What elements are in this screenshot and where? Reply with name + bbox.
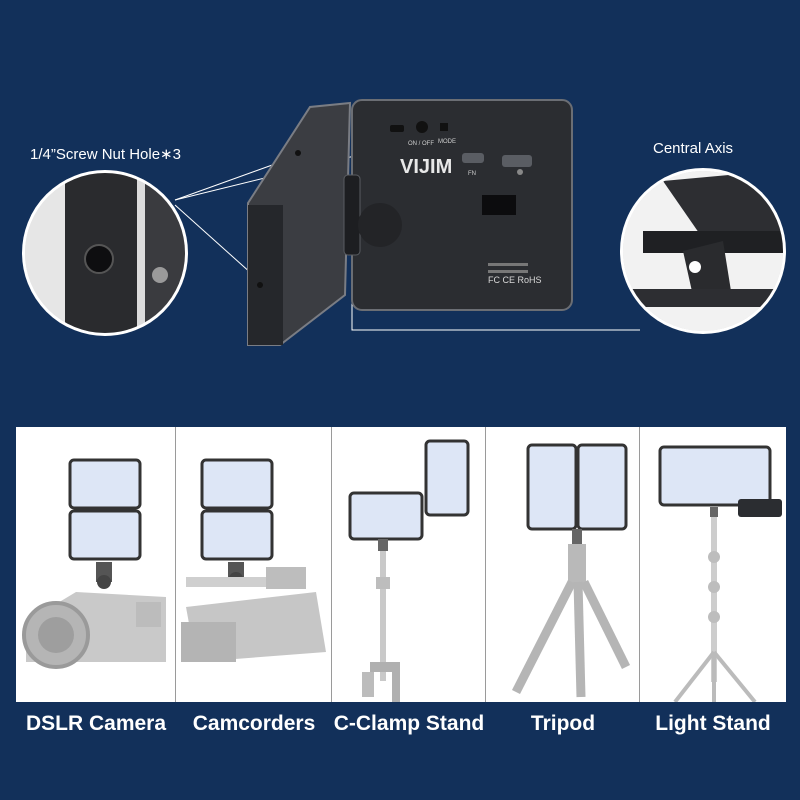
tripod-illustration: [511, 443, 631, 698]
central-axis-label: Central Axis: [653, 140, 734, 157]
c-clamp-stand-illustration: [348, 439, 470, 702]
panel-light-stand: [640, 427, 786, 702]
product-detail-section: 1/4”Screw Nut Hole∗3 Central Axis: [22, 99, 786, 346]
screw-hole-zoom: [22, 170, 188, 336]
device-ports-label: ON / OFF: [408, 141, 434, 147]
panel-c-clamp-stand: [332, 427, 486, 702]
camcorder-illustration: [181, 458, 326, 662]
panel-camcorders: [176, 427, 332, 702]
caption-tripod: Tripod: [530, 712, 596, 735]
panel-tripod: [486, 427, 640, 702]
caption-c-clamp-stand: C-Clamp Stand: [333, 712, 485, 735]
device-mode-label: MODE: [438, 139, 456, 145]
central-axis-zoom: [620, 168, 786, 334]
screw-nut-hole-label: 1/4”Screw Nut Hole∗3: [30, 146, 181, 163]
caption-dslr-camera: DSLR Camera: [25, 712, 167, 735]
caption-camcorders: Camcorders: [192, 712, 316, 735]
light-stand-illustration: [658, 445, 782, 702]
device-brand: VIJIM: [400, 156, 452, 178]
panel-dslr-camera: [16, 427, 176, 702]
gallery-captions: DSLR Camera Camcorders C-Clamp Stand Tri…: [16, 706, 786, 746]
dslr-camera-illustration: [22, 458, 166, 669]
led-light-device: VIJIM ON / OFF MODE FN FC CE RoHS: [247, 99, 573, 346]
caption-light-stand: Light Stand: [655, 712, 771, 735]
use-case-gallery: [16, 427, 786, 702]
device-fn-label: FN: [468, 171, 476, 177]
device-cert-label: FC CE RoHS: [488, 275, 542, 285]
